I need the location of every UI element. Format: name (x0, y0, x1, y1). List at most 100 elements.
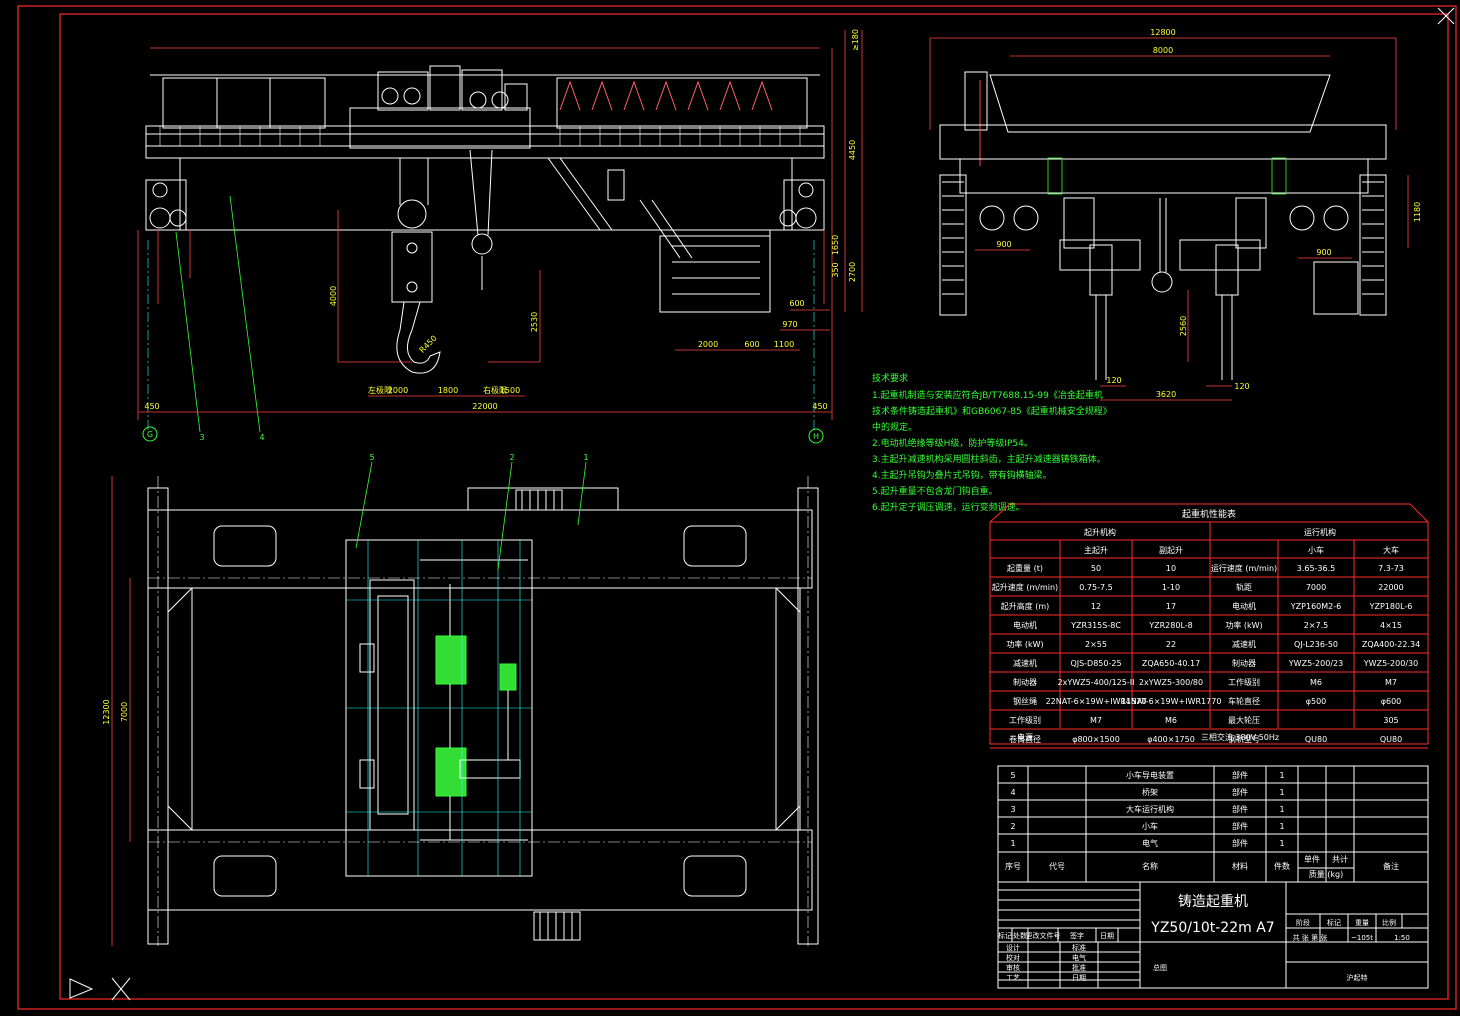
sign-label: 签字 (1070, 931, 1084, 940)
parts-header-cell: 单件 (1304, 854, 1320, 864)
part-cell: 2 (1010, 822, 1015, 831)
role-label: 工艺 (1006, 974, 1020, 982)
parts-header-cell: 名称 (1142, 861, 1158, 871)
side-centerlines (147, 240, 815, 432)
perf-cell: 轨距 (1236, 582, 1252, 592)
role-label: 校对 (1006, 953, 1020, 962)
sheet-label: 共 张 第 张 (1293, 933, 1328, 942)
left-end-carriage (145, 179, 187, 231)
end-elevation-view (929, 37, 1409, 401)
note-line: 3.主起升减速机构采用圆柱斜齿，主起升减速器铸铁箱体。 (872, 453, 1106, 465)
perf-cell: φ500 (1306, 697, 1327, 706)
stage-label: 重量 (1355, 919, 1369, 927)
perf-cell: 14NAT-6×19W+IWR1770 (1121, 697, 1222, 706)
role-label: 标准 (1072, 943, 1086, 952)
perf-cell: 起升速度 (m/min) (992, 582, 1058, 592)
role-label: 电气 (1072, 953, 1086, 962)
drawing-frame (17, 5, 1457, 1010)
dim-7000: 7000 (120, 702, 129, 722)
perf-cell: 7.3-73 (1378, 564, 1404, 573)
dim-12300: 12300 (102, 699, 111, 724)
perf-cell: M7 (1385, 678, 1397, 687)
perf-cell: 钢丝绳 (1013, 696, 1037, 706)
note-line: 6.起升定子调压调速，运行变频调速。 (872, 501, 1025, 513)
parts-header-cell: 共计 (1332, 854, 1348, 864)
perf-cell: 电动机 (1232, 601, 1256, 611)
perf-cell: 7000 (1306, 583, 1326, 592)
product-name: 铸造起重机 (1178, 894, 1248, 910)
axis-bubble-g (142, 426, 158, 442)
note-line: 1.起重机制造与安装应符合JB/T7688.15-99《冶金起重机 (872, 389, 1103, 401)
balloon-2: 2 (509, 453, 514, 462)
sign-label: 处数 (1013, 931, 1027, 940)
perf-cell: 电动机 (1013, 620, 1037, 630)
part-cell: 部件 (1232, 838, 1248, 848)
trolley-header: 小车 (1308, 545, 1324, 555)
perf-cell: 50 (1091, 564, 1101, 573)
role-label: 审核 (1006, 963, 1020, 972)
part-cell: 部件 (1232, 770, 1248, 780)
dim-970: 970 (782, 320, 797, 329)
axis-bubble-h (808, 428, 824, 444)
technical-requirements: 技术要求 1.起重机制造与安装应符合JB/T7688.15-99《冶金起重机技术… (872, 372, 1112, 513)
sign-label: 更改文件号 (1026, 931, 1061, 940)
perf-cell: 工作级别 (1009, 715, 1041, 725)
note-line: 4.主起升吊钩为叠片式吊钩，带有钩横轴梁。 (872, 469, 1052, 481)
note-line: 2.电动机绝缘等级H级，防护等级IP54。 (872, 437, 1033, 449)
drawing-name: 总图 (1153, 963, 1167, 972)
dim-2560: 2560 (1179, 316, 1188, 336)
perf-cell: 4×15 (1380, 621, 1402, 630)
dim-600-b: 600 (789, 299, 804, 308)
perf-cell: ZQA400-22.34 (1362, 640, 1420, 649)
plan-cyan-grid (346, 540, 532, 876)
balloon-4: 4 (259, 433, 264, 442)
perf-cell: 22 (1166, 640, 1176, 649)
side-dimension-lines (137, 30, 863, 420)
part-cell: 1 (1279, 805, 1284, 814)
dim-180: ≥180 (851, 29, 860, 51)
part-cell: 3 (1010, 805, 1015, 814)
perf-cell: YWZ5-200/30 (1363, 659, 1418, 668)
dim-350: 350 (831, 262, 840, 277)
perf-cell: 12 (1091, 602, 1101, 611)
parts-header-cell: 序号 (1005, 861, 1021, 871)
trolley-plan (345, 539, 533, 877)
perf-cell: 钢轨型号 (1228, 734, 1260, 744)
perf-cell: 减速机 (1232, 639, 1256, 649)
dim-1180: 1180 (1413, 202, 1422, 222)
perf-cell: 制动器 (1232, 658, 1256, 668)
plan-centerlines (148, 476, 812, 946)
dim-450-left: 450 (144, 402, 159, 411)
stair-and-cab (547, 157, 771, 313)
company-label: 沪起特 (1347, 973, 1368, 982)
perf-cell: φ400×1750 (1147, 735, 1195, 744)
cab-truss (559, 80, 773, 111)
weight-value: ~105t (1351, 934, 1373, 942)
crane-header: 大车 (1383, 545, 1399, 555)
end-view-green-parts (1047, 157, 1287, 195)
dim-900-left: 900 (996, 240, 1011, 249)
note-line: 中的规定。 (872, 421, 917, 433)
perf-cell: 运行速度 (m/min) (1211, 563, 1277, 573)
part-cell: 5 (1010, 771, 1015, 780)
main-hoist-header: 主起升 (1084, 545, 1108, 555)
right-end-carriage (779, 179, 825, 231)
balloon-1: 1 (583, 453, 588, 462)
perf-table-title: 起重机性能表 (1182, 508, 1236, 520)
perf-cell: M6 (1310, 678, 1322, 687)
role-label: 批准 (1072, 963, 1086, 972)
performance-table: 起重机性能表 起升机构 运行机构 主起升 副起升 小车 大车 电源 三相交流 3… (989, 503, 1429, 749)
balloon-3: 3 (199, 433, 204, 442)
right-limit-label: 右极限 (483, 385, 507, 395)
scale-value: 1:50 (1394, 934, 1410, 942)
parts-header-cell: 备注 (1383, 861, 1399, 871)
dim-900-right: 900 (1316, 248, 1331, 257)
product-model: YZ50/10t-22m A7 (1150, 920, 1274, 936)
perf-cell: 制动器 (1013, 677, 1037, 687)
perf-cell: 卷筒直径 (1009, 734, 1041, 744)
plan-view-labels: 5 2 1 12300 7000 (102, 453, 589, 725)
perf-cell: 2xYWZ5-400/125-II (1058, 678, 1135, 687)
dim-1500: 1500 (500, 386, 520, 395)
axis-h-label: H (813, 432, 819, 441)
